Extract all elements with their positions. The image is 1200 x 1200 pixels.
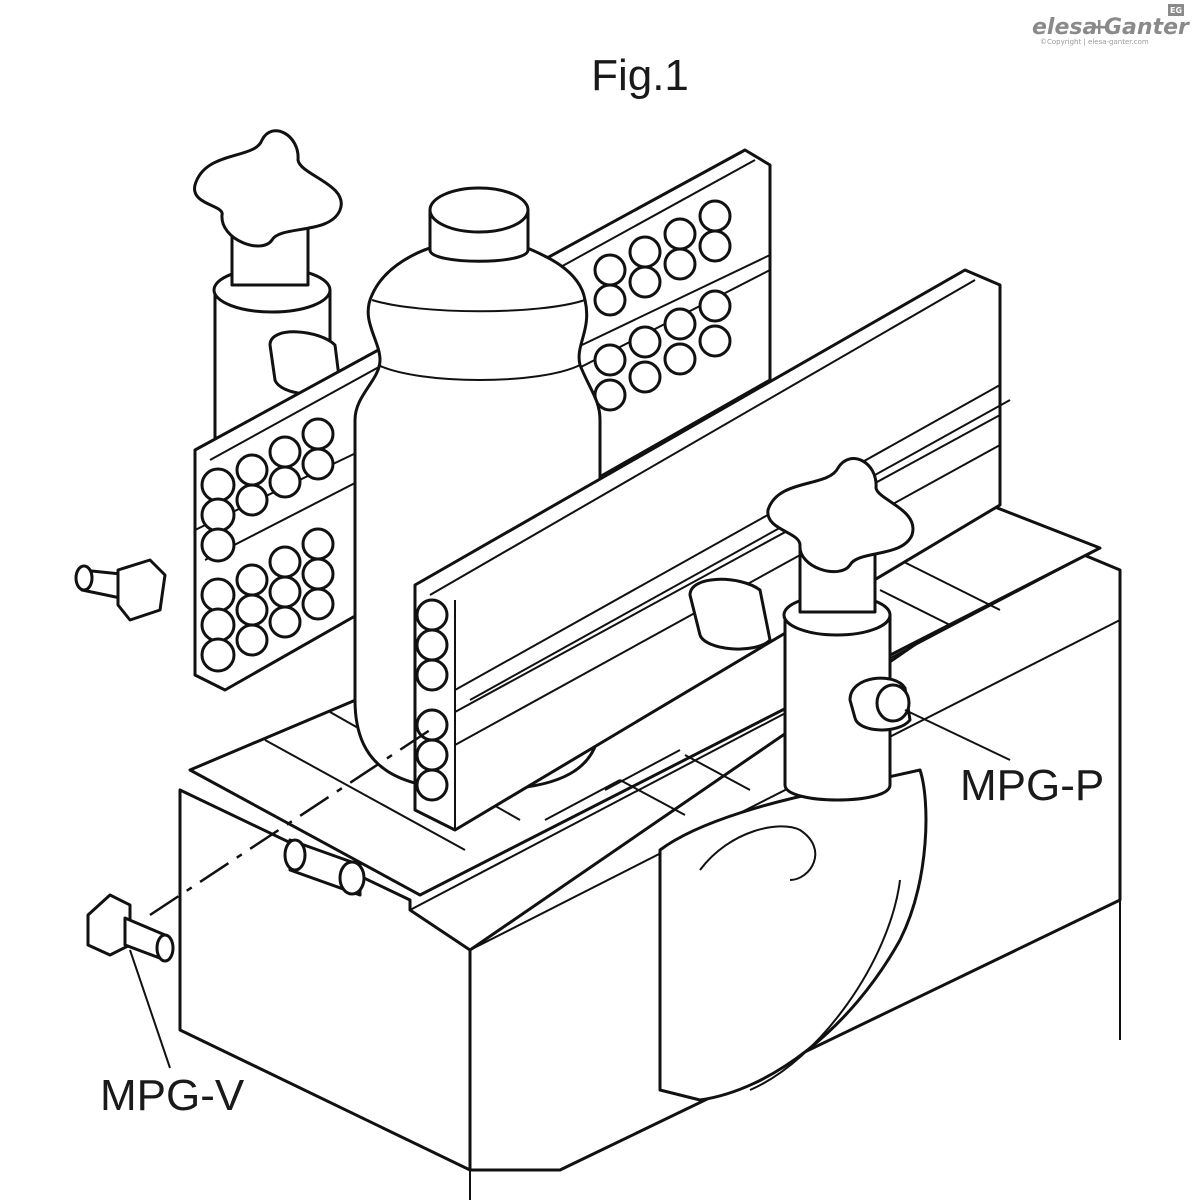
t-bolt-upper [74,558,167,622]
mounting-bracket [658,768,928,1102]
brand-copyright: ©Copyright | elesa-ganter.com [1040,38,1149,46]
brand-plus: + [1090,15,1108,40]
brand-name-right: Ganter [1104,15,1190,40]
connector-pin [283,838,366,897]
front-roller-column [415,598,449,802]
leader-mpg-p [904,709,1011,761]
leader-mpg-v [129,949,171,1069]
callout-mpg-v: MPG-V [100,1071,245,1120]
back-roller-column [200,199,732,673]
assembly-axis-line [149,728,431,917]
brand-badge: EG [1170,6,1182,15]
front-knob-assembly [688,457,915,802]
figure-title: Fig.1 [591,51,689,100]
brand-logo: elesa + Ganter EG ©Copyright | elesa-gan… [1032,4,1190,46]
callout-mpg-p: MPG-P [960,761,1104,810]
brand-badge-box [1168,4,1184,16]
brand-name-left: elesa [1032,15,1097,40]
mpg-v-part [86,893,175,963]
